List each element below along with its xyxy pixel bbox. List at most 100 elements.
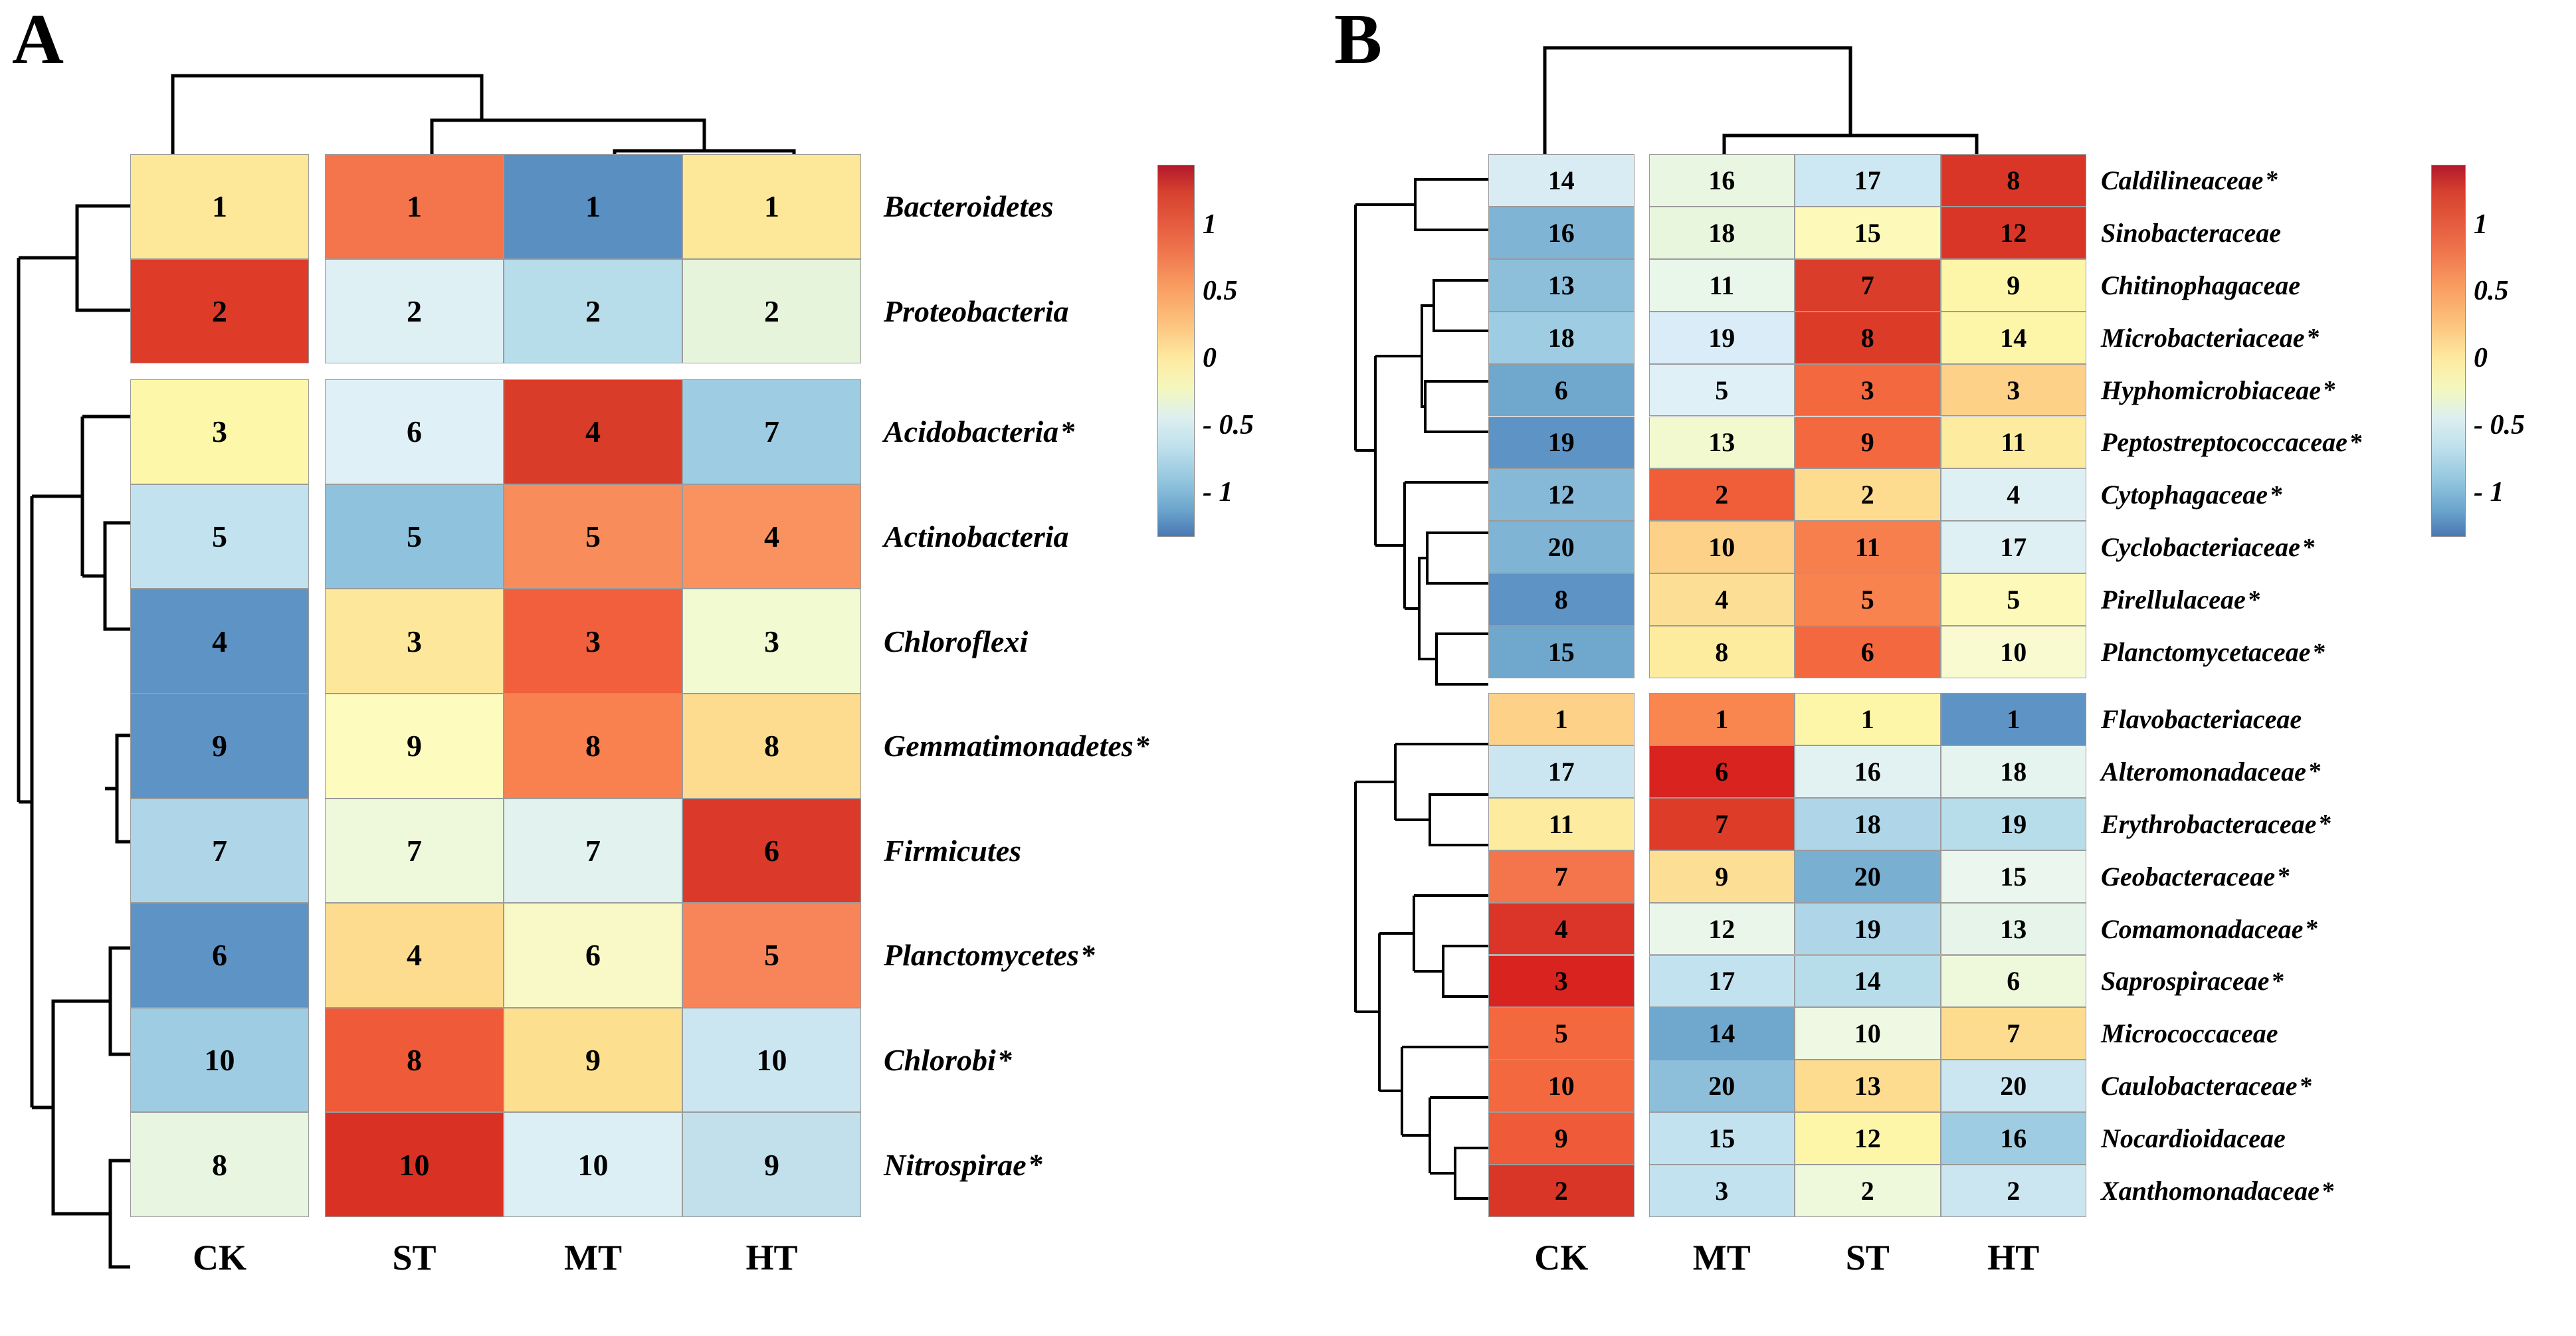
heatmap-cell: 1 (1488, 693, 1635, 745)
row-label-text: Pirellulaceae (2101, 585, 2246, 615)
heatmap-cell: 5 (1488, 1007, 1635, 1060)
row-label-text: Proteobacteria (884, 294, 1069, 328)
row-label-text: Acidobacteria (884, 415, 1059, 449)
row-label-erythrobacteraceae: Erythrobacteraceae* (2101, 798, 2331, 850)
heatmap-cell: 5 (1648, 363, 1795, 417)
heatmap-cell: 3 (504, 589, 682, 694)
significance-asterisk: * (998, 1044, 1013, 1076)
heatmap-cell: 16 (1795, 745, 1941, 798)
heatmap-cell: 10 (1648, 521, 1795, 574)
significance-asterisk: * (1029, 1149, 1044, 1181)
row-label-peptostreptococcaceae: Peptostreptococcaceae* (2101, 417, 2363, 469)
heatmap-cell: 16 (1488, 206, 1635, 259)
row-label-text: Flavobacteriaceae (2101, 704, 2302, 734)
heatmap-cell: 13 (1488, 258, 1635, 312)
heatmap-cell: 3 (1488, 955, 1635, 1008)
heatmap-cell: 8 (504, 694, 682, 799)
heatmap-cell: 1 (1795, 693, 1941, 745)
row-label-comamonadaceae: Comamonadaceae* (2101, 903, 2318, 955)
significance-asterisk: * (2307, 324, 2320, 352)
heatmap-cell: 9 (682, 1112, 861, 1217)
heatmap-cell: 4 (130, 589, 309, 694)
heatmap-cell: 3 (325, 589, 504, 694)
heatmap-cell: 2 (504, 258, 682, 364)
heatmap-cell: 7 (1648, 797, 1795, 850)
row-label-text: Saprospiraceae (2101, 966, 2270, 997)
panel-a-colorbar-tick-neg1: - 1 (1203, 476, 1233, 508)
heatmap-cell: 5 (504, 484, 682, 589)
significance-asterisk: * (2302, 533, 2316, 561)
row-label-chloroflexi: Chloroflexi (884, 589, 1028, 694)
significance-asterisk: * (2266, 166, 2279, 195)
heatmap-cell: 4 (504, 379, 682, 484)
heatmap-cell: 8 (130, 1112, 309, 1217)
heatmap-cell: 18 (1795, 797, 1941, 850)
heatmap-cell: 18 (1940, 745, 2086, 798)
heatmap-cell: 4 (1488, 902, 1635, 955)
row-label-text: Bacteroidetes (884, 189, 1054, 224)
row-label-nocardioidaceae: Nocardioidaceae (2101, 1112, 2286, 1165)
column-label-ck: CK (1534, 1238, 1589, 1278)
heatmap-cell: 2 (130, 258, 309, 364)
row-label-chlorobi: Chlorobi* (884, 1008, 1013, 1113)
heatmap-cell: 12 (1488, 468, 1635, 522)
column-label-ht: HT (1987, 1238, 2040, 1278)
heatmap-cell: 10 (1488, 1060, 1635, 1113)
heatmap-cell: 1 (1940, 693, 2086, 745)
column-label-st: ST (1845, 1238, 1890, 1278)
heatmap-cell: 3 (130, 379, 309, 484)
heatmap-cell: 2 (325, 258, 504, 364)
row-label-text: Erythrobacteraceae (2101, 809, 2317, 839)
heatmap-cell: 9 (1940, 258, 2086, 312)
heatmap-cell: 10 (325, 1112, 504, 1217)
heatmap-cell: 13 (1940, 902, 2086, 955)
significance-asterisk: * (2248, 585, 2261, 614)
row-label-text: Chlorobi (884, 1043, 996, 1078)
panel-b-colorbar: 1 0.5 0 - 0.5 - 1 (2431, 165, 2525, 537)
heatmap-cell: 12 (1648, 902, 1795, 955)
heatmap-cell: 13 (1795, 1060, 1941, 1113)
row-label-gemmatimonadetes: Gemmatimonadetes* (884, 694, 1150, 799)
heatmap-cell: 8 (682, 694, 861, 799)
heatmap-cell: 17 (1940, 521, 2086, 574)
row-label-text: Micrococcaceae (2101, 1018, 2278, 1049)
panel-a-colorbar: 1 0.5 0 - 0.5 - 1 (1157, 165, 1254, 537)
heatmap-cell: 19 (1648, 311, 1795, 364)
heatmap-cell: 9 (1795, 416, 1941, 469)
heatmap-cell: 16 (1940, 1112, 2086, 1165)
heatmap-cell: 18 (1488, 311, 1635, 364)
panel-b-colorbar-tick-neg0p5: - 0.5 (2474, 410, 2525, 440)
significance-asterisk: * (2349, 428, 2363, 456)
panel-a-row-dendrogram (17, 204, 130, 1269)
row-label-xanthomonadaceae: Xanthomonadaceae* (2101, 1165, 2335, 1217)
heatmap-cell: 17 (1488, 745, 1635, 798)
heatmap-cell: 14 (1488, 154, 1635, 207)
row-label-text: Cyclobacteriaceae (2101, 532, 2300, 563)
heatmap-cell: 2 (1940, 1165, 2086, 1217)
heatmap-cell: 14 (1940, 311, 2086, 364)
heatmap-cell: 3 (1940, 363, 2086, 417)
heatmap-cell: 9 (130, 694, 309, 799)
panel-b-colorbar-tick-0: 0 (2474, 343, 2488, 374)
row-label-nitrospirae: Nitrospirae* (884, 1112, 1044, 1217)
panel-b-colorbar-tick-1: 1 (2474, 209, 2488, 240)
heatmap-cell: 2 (1795, 468, 1941, 522)
row-label-planctomycetaceae: Planctomycetaceae* (2101, 626, 2326, 678)
heatmap-cell: 15 (1648, 1112, 1795, 1165)
heatmap-cell: 6 (1648, 745, 1795, 798)
row-label-text: Firmicutes (884, 833, 1022, 868)
row-label-text: Xanthomonadaceae (2101, 1176, 2320, 1206)
heatmap-cell: 1 (130, 154, 309, 259)
panel-b-row-dendrogram (1354, 178, 1488, 1200)
heatmap-cell: 11 (1795, 521, 1941, 574)
heatmap-cell: 10 (682, 1007, 861, 1113)
heatmap-cell: 8 (1488, 573, 1635, 626)
heatmap-cell: 9 (325, 694, 504, 799)
heatmap-cell: 10 (130, 1007, 309, 1113)
heatmap-cell: 6 (130, 903, 309, 1008)
heatmap-cell: 14 (1648, 1007, 1795, 1060)
row-label-text: Caldilineaceae (2101, 165, 2264, 195)
heatmap-cell: 6 (325, 379, 504, 484)
